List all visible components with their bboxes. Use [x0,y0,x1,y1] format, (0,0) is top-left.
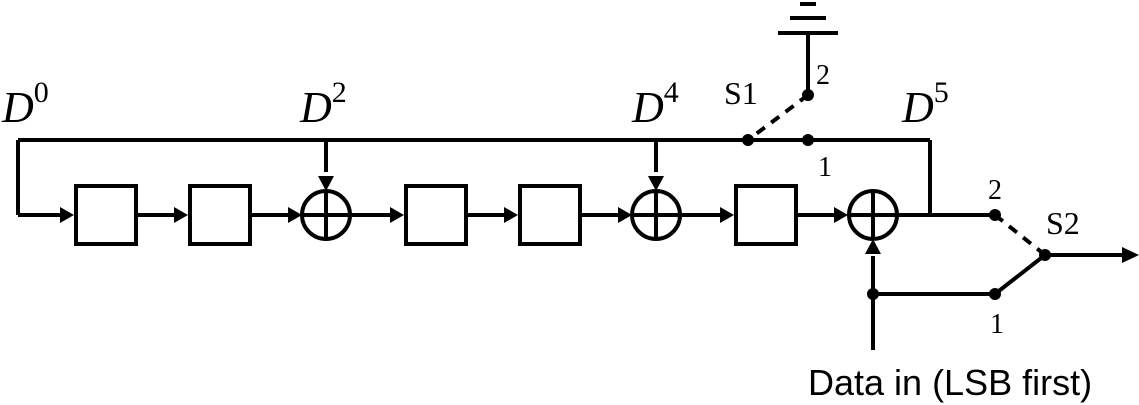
arrowheads [60,176,1139,263]
register-5 [734,184,798,246]
tap-label-d5: D5 [901,76,949,132]
register-2 [188,184,252,246]
register-3 [404,184,468,246]
s1-pivot [742,134,754,146]
register-1 [74,184,138,246]
shift-chain [18,140,995,217]
s2-label: S2 [1046,205,1080,241]
tap-label-d4: D4 [631,76,679,132]
feedback-bus [16,138,932,215]
switch-s1 [742,89,814,146]
s2-pivot [1039,249,1051,261]
s2-pos1-label: 1 [990,309,1004,340]
s2-pos2-label: 2 [988,175,1002,206]
s1-pos1-label: 1 [818,152,832,183]
ground-symbol [778,2,838,95]
s1-pos2-label: 2 [816,60,830,91]
s2-contact-2 [989,209,1001,221]
s1-contact-1 [802,134,814,146]
data-input-path [867,256,995,350]
s1-label: S1 [724,75,758,111]
xor-gate-2 [630,189,682,241]
tap-label-d2: D2 [299,76,347,132]
xor-gate-1 [300,189,352,241]
register-4 [518,184,582,246]
xor-gate-3 [847,189,899,241]
s2-contact-1 [989,288,1001,300]
tap-label-d0: D0 [1,76,49,132]
data-junction [867,288,879,300]
data-in-label: Data in (LSB first) [808,362,1092,403]
switch-s2 [989,209,1124,300]
s1-contact-2 [802,89,814,101]
